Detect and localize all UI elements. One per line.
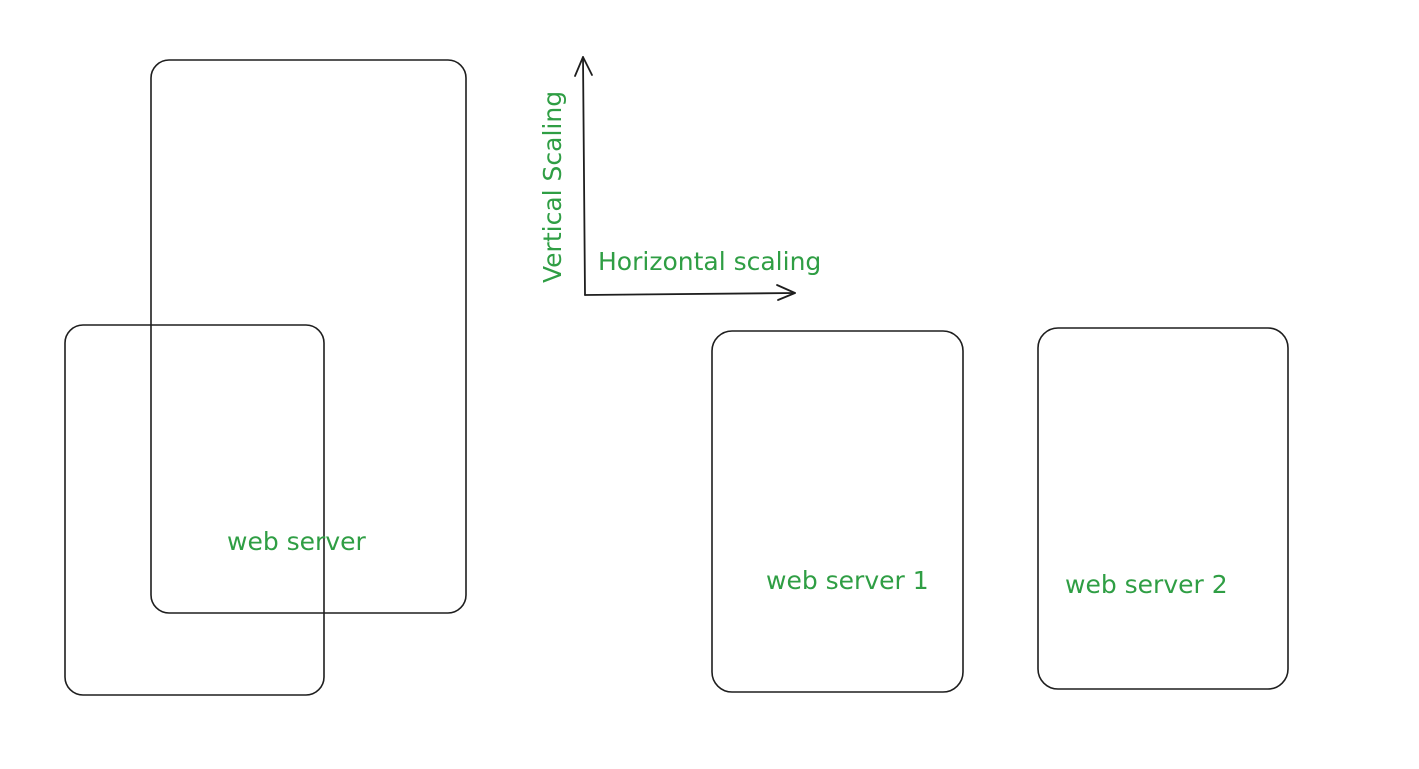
horizontal-scaling-group: web server 1 web server 2 xyxy=(711,327,1289,693)
horizontal-axis-arrow xyxy=(584,292,796,296)
vertical-axis-arrow xyxy=(582,56,586,296)
vertical-scaling-group: web server xyxy=(64,59,467,696)
web-server-2-box xyxy=(1037,327,1289,690)
small-server-box xyxy=(64,324,325,696)
scaling-axes: Vertical Scaling Horizontal scaling xyxy=(538,56,821,301)
web-server-1-label: web server 1 xyxy=(766,566,929,595)
vertical-arrowhead-icon xyxy=(574,56,593,77)
horizontal-scaling-label: Horizontal scaling xyxy=(598,247,821,276)
web-server-label: web server xyxy=(227,527,367,556)
vertical-scaling-label: Vertical Scaling xyxy=(538,91,567,283)
web-server-1-box xyxy=(711,330,964,693)
large-server-box xyxy=(150,59,467,614)
web-server-2-label: web server 2 xyxy=(1065,570,1228,599)
horizontal-arrowhead-icon xyxy=(776,284,796,301)
